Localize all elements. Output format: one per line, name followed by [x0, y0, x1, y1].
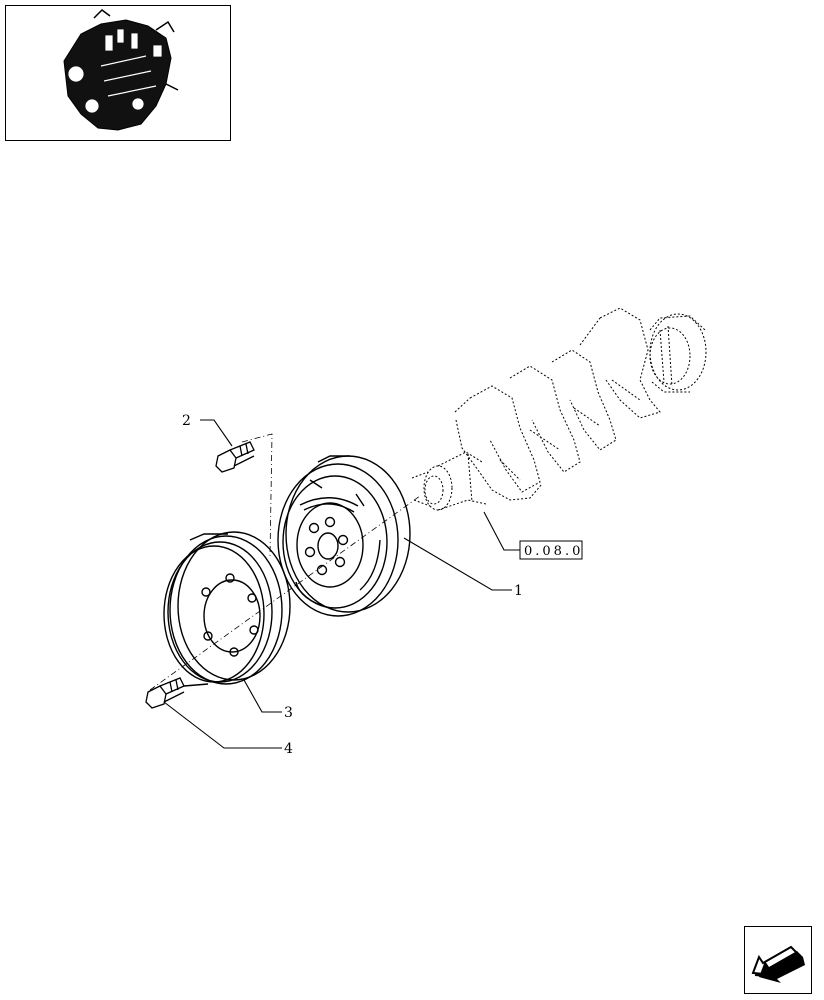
callout-3: 3 — [284, 705, 293, 721]
next-page-arrow-icon — [751, 945, 805, 983]
assembly-axis-line — [149, 433, 421, 691]
reference-box[interactable]: 0.08.0 — [519, 540, 583, 560]
reference-box-label: 0.08.0 — [524, 544, 583, 559]
engine-thumbnail-icon — [63, 9, 179, 131]
pulley-part-3 — [163, 531, 291, 687]
callout-4: 4 — [284, 741, 293, 757]
crankshaft-reference-part — [411, 307, 707, 511]
callout-2: 2 — [182, 413, 191, 429]
engine-thumbnail — [5, 5, 231, 141]
damper-pulley-part-1 — [277, 455, 411, 617]
next-page-button[interactable] — [744, 926, 812, 994]
callout-1: 1 — [514, 583, 523, 599]
leader-lines — [163, 419, 520, 749]
bolt-part-4 — [145, 677, 185, 709]
bolt-part-2 — [215, 441, 255, 473]
